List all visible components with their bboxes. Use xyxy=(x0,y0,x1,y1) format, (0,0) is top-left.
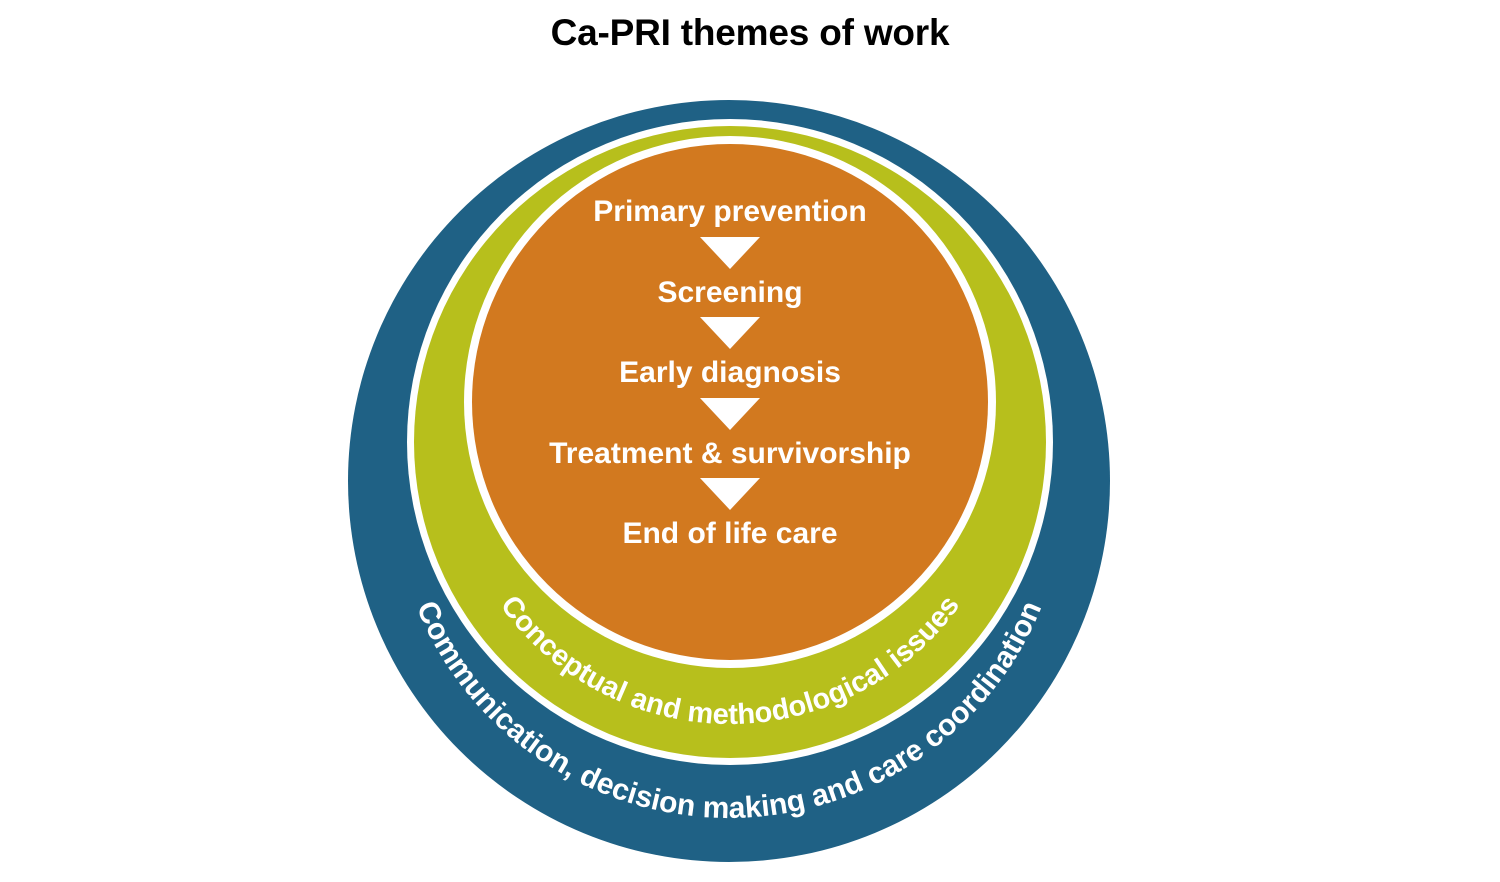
funnel-step-end-of-life-care: End of life care xyxy=(622,517,838,550)
page-title: Ca-PRI themes of work xyxy=(550,12,950,53)
funnel-step-early-diagnosis: Early diagnosis xyxy=(619,356,841,389)
funnel-step-primary-prevention: Primary prevention xyxy=(593,195,867,228)
care-pathway-funnel: Primary prevention Screening Early diagn… xyxy=(472,196,988,550)
funnel-step-treatment-survivorship: Treatment & survivorship xyxy=(549,436,911,470)
down-arrow-icon xyxy=(700,317,760,349)
funnel-step-screening: Screening xyxy=(657,275,803,309)
down-arrow-icon xyxy=(700,397,760,430)
down-arrow-icon xyxy=(700,478,760,510)
down-arrow-icon xyxy=(700,236,760,269)
